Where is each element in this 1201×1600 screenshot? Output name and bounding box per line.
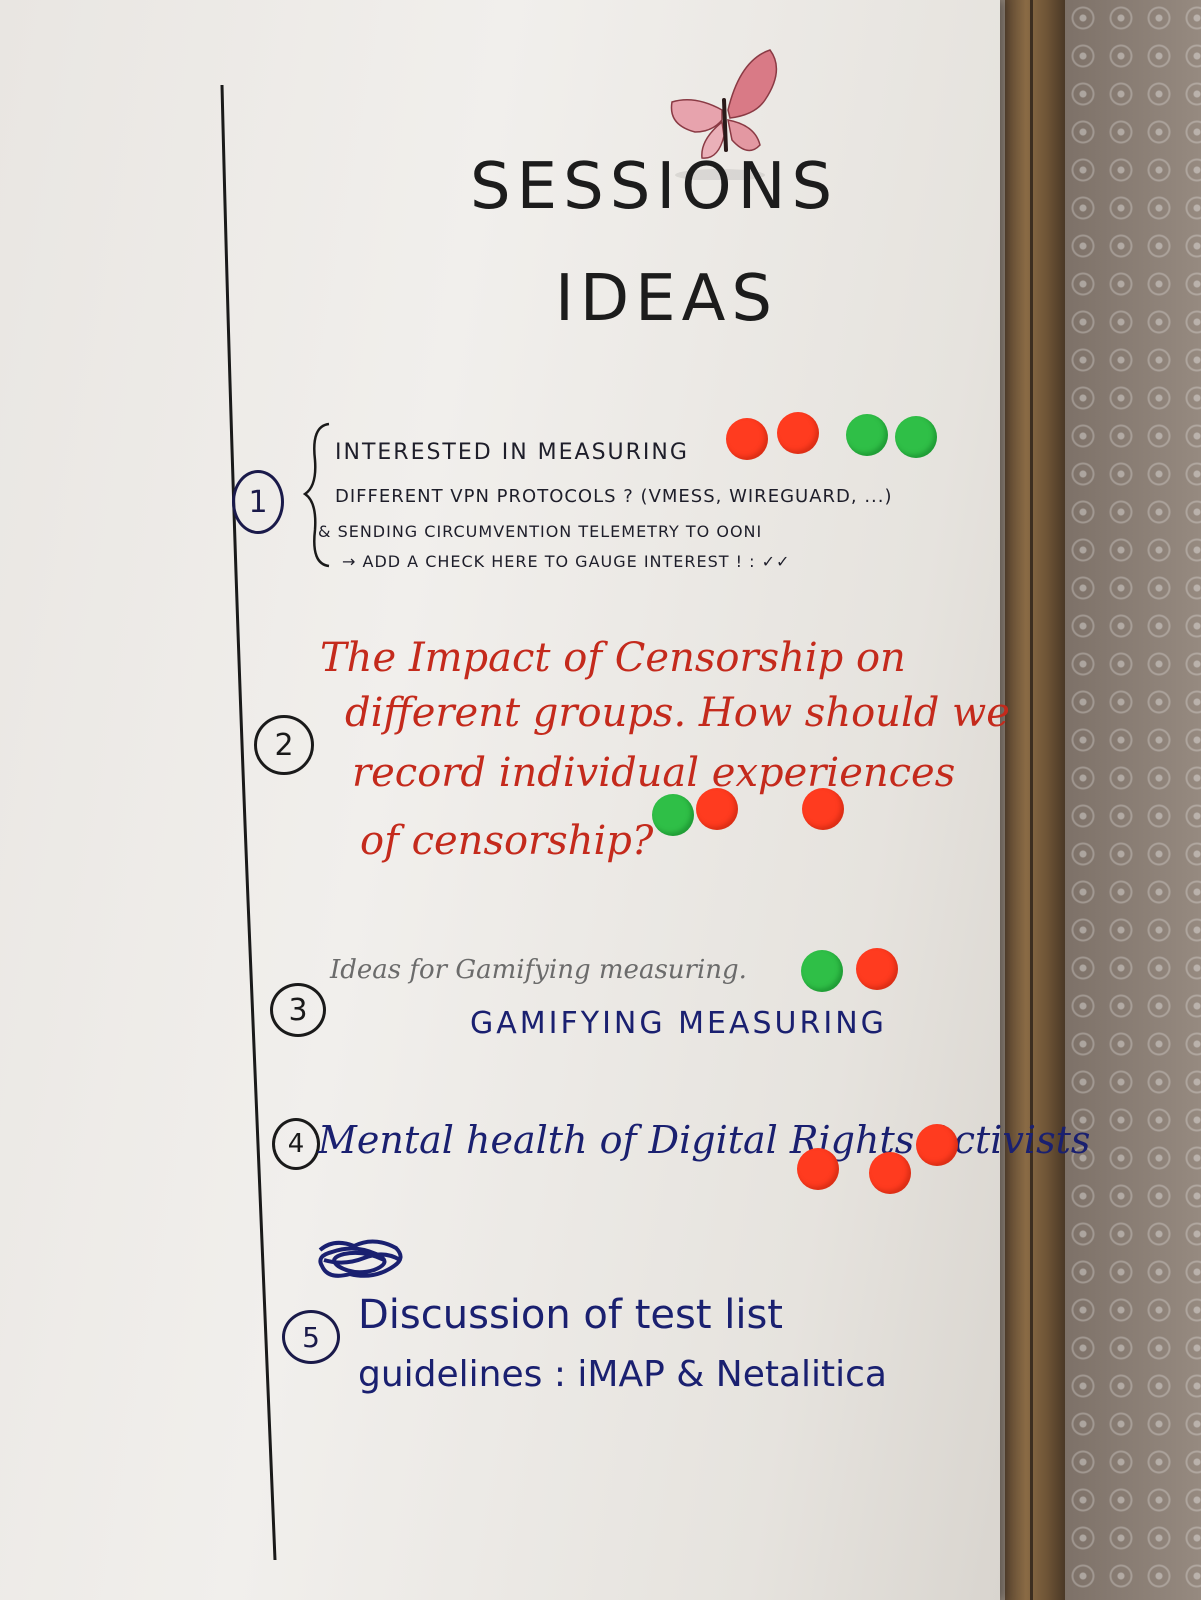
vote-dot-red — [696, 788, 738, 830]
item-number-4: 4 — [272, 1118, 320, 1170]
item-number-5: 5 — [282, 1310, 340, 1364]
item-3-line-2: GAMIFYING MEASURING — [470, 1006, 887, 1041]
margin-line — [220, 84, 277, 1561]
item-1-line-3: & SENDING CIRCUMVENTION TELEMETRY TO OON… — [318, 522, 763, 541]
item-2-line-4: of censorship? — [360, 818, 654, 864]
item-2-line-1: The Impact of Censorship on — [320, 635, 906, 681]
item-5-line-2: guidelines : iMAP & Netalitica — [358, 1354, 887, 1395]
butterfly-sticker-icon — [670, 49, 778, 180]
vote-dot-green — [801, 950, 843, 992]
patterned-wall — [1065, 0, 1201, 1600]
vote-dot-red — [797, 1148, 839, 1190]
scribble-mark-icon — [318, 1239, 403, 1278]
item-1-line-1: INTERESTED IN MEASURING — [335, 440, 689, 465]
item-3-line-1: Ideas for Gamifying measuring. — [330, 955, 747, 985]
item-2-line-3: record individual experiences — [352, 750, 956, 796]
vote-dot-red — [916, 1124, 958, 1166]
page-title-line1: SESSIONS — [470, 150, 839, 224]
page-title-line2: IDEAS — [555, 262, 778, 336]
flipchart-paper: SESSIONS IDEAS 1 INTERESTED IN MEASURING… — [0, 0, 1090, 1600]
vote-dot-red — [856, 948, 898, 990]
item-number-3: 3 — [270, 983, 326, 1037]
item-number-1: 1 — [232, 470, 284, 534]
vote-dot-red — [726, 418, 768, 460]
vote-dot-red — [802, 788, 844, 830]
curly-brace — [303, 422, 330, 568]
vote-dot-green — [846, 414, 888, 456]
vote-dot-red — [869, 1152, 911, 1194]
door-frame — [1005, 0, 1065, 1600]
item-5-line-1: Discussion of test list — [358, 1292, 783, 1338]
vote-dot-red — [777, 412, 819, 454]
vote-dot-green — [652, 794, 694, 836]
item-1-line-4: → ADD A CHECK HERE TO GAUGE INTEREST ! :… — [342, 552, 791, 571]
item-number-2: 2 — [254, 715, 314, 775]
item-4-line-1: Mental health of Digital Rights Activist… — [318, 1118, 1091, 1162]
door-frame-groove — [1030, 0, 1033, 1600]
item-1-line-2: DIFFERENT VPN PROTOCOLS ? (VMESS, WIREGU… — [335, 486, 893, 507]
item-2-line-2: different groups. How should we — [345, 690, 1010, 736]
vote-dot-green — [895, 416, 937, 458]
